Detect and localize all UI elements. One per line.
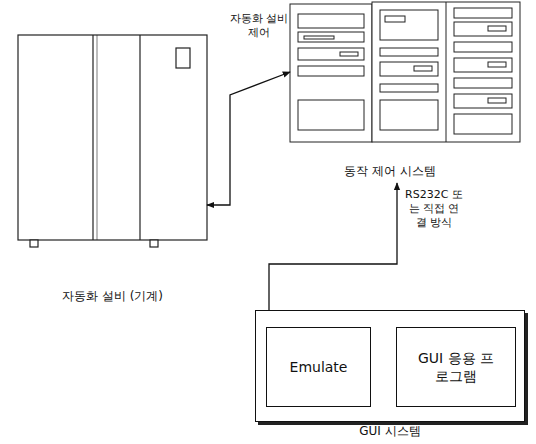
connector-label: RS232C 또는 직접 연결 방식 bbox=[405, 188, 463, 229]
system-box: GUI 시스템EmulateGUI 응용 프로그램 bbox=[255, 310, 525, 422]
system-box: GUI 응용 프로그램 bbox=[396, 327, 516, 407]
computer-tower-drawing bbox=[290, 2, 520, 142]
machine-drawing bbox=[18, 35, 207, 247]
equipment-figure: 자동화 설비 (기계) bbox=[18, 35, 207, 305]
node-label: GUI 응용 프로그램 bbox=[414, 349, 498, 385]
connector-arrow bbox=[207, 72, 290, 205]
connector-label: 자동화 설비 제어 bbox=[229, 12, 289, 40]
node-label: Emulate bbox=[290, 358, 348, 376]
node-label: GUI 시스템 bbox=[256, 424, 524, 440]
node-label: 동작 제어 시스템 bbox=[290, 164, 490, 180]
equipment-figure: 동작 제어 시스템 bbox=[290, 0, 490, 180]
system-box: Emulate bbox=[266, 327, 371, 407]
connector-arrow bbox=[269, 183, 397, 327]
node-label: 자동화 설비 (기계) bbox=[18, 289, 207, 305]
